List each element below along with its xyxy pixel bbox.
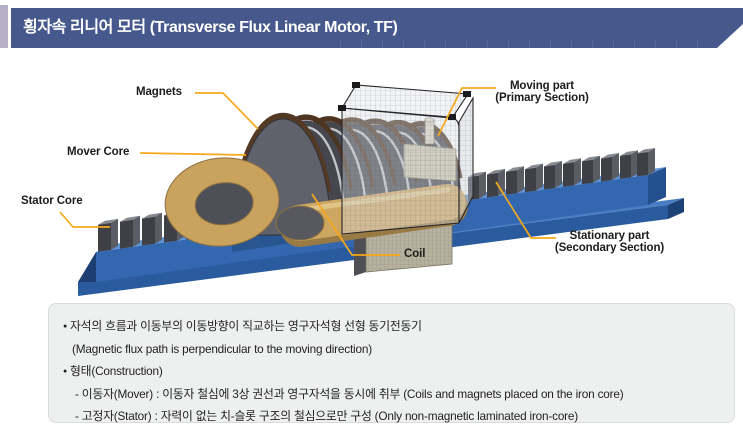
info-line: - 고정자(Stator) : 자력이 없는 치-슬롯 구조의 철심으로만 구성… bbox=[63, 405, 718, 427]
coil-label: Coil bbox=[404, 248, 426, 260]
stationary-part-leader bbox=[495, 181, 556, 239]
leader-lines bbox=[59, 87, 556, 256]
info-text: 형태(Construction) bbox=[70, 364, 163, 378]
stationary-part-label: Stationary part (Secondary Section) bbox=[527, 230, 692, 254]
stator-core-leader bbox=[59, 211, 110, 228]
mover-core-leader bbox=[139, 152, 247, 156]
moving-part-line1: Moving part bbox=[509, 80, 575, 92]
info-text: - 이동자(Mover) : 이동자 철심에 3상 권선과 영구자석을 동시에 … bbox=[75, 387, 624, 401]
bullet-icon: ● bbox=[63, 368, 68, 375]
mover-core-label: Mover Core bbox=[67, 146, 130, 158]
stationary-part-line1: Stationary part bbox=[569, 230, 650, 242]
bullet-icon: ● bbox=[63, 323, 68, 330]
info-box: ●자석의 흐름과 이동부의 이동방향이 직교하는 영구자석형 선형 동기전동기 … bbox=[48, 303, 735, 423]
info-text: - 고정자(Stator) : 자력이 없는 치-슬롯 구조의 철심으로만 구성… bbox=[75, 409, 579, 423]
info-line: ●자석의 흐름과 이동부의 이동방향이 직교하는 영구자석형 선형 동기전동기 bbox=[63, 315, 718, 338]
info-text: 자석의 흐름과 이동부의 이동방향이 직교하는 영구자석형 선형 동기전동기 bbox=[70, 319, 422, 333]
magnets-label: Magnets bbox=[136, 86, 182, 98]
stator-core-label: Stator Core bbox=[21, 195, 83, 207]
stationary-part-line2: (Secondary Section) bbox=[554, 242, 665, 254]
info-line: ●형태(Construction) bbox=[63, 360, 718, 383]
moving-part-line2: (Primary Section) bbox=[495, 92, 589, 104]
header-bar: 횡자속 리니어 모터 (Transverse Flux Linear Motor… bbox=[11, 8, 743, 48]
motor-illustration bbox=[59, 82, 684, 296]
moving-part-housing bbox=[338, 82, 474, 235]
moving-part-leader bbox=[437, 87, 496, 137]
coil-leader bbox=[311, 193, 400, 256]
magnets-leader bbox=[195, 92, 259, 130]
moving-part-label: Moving part (Primary Section) bbox=[462, 80, 622, 104]
info-text: (Magnetic flux path is perpendicular to … bbox=[72, 342, 372, 356]
info-line: (Magnetic flux path is perpendicular to … bbox=[63, 338, 718, 360]
motor-diagram: Magnets Mover Core Stator Core Coil Movi… bbox=[0, 60, 743, 300]
header-side-strip bbox=[0, 5, 8, 48]
page-title: 횡자속 리니어 모터 (Transverse Flux Linear Motor… bbox=[23, 19, 398, 36]
info-line: - 이동자(Mover) : 이동자 철심에 3상 권선과 영구자석을 동시에 … bbox=[63, 383, 718, 405]
